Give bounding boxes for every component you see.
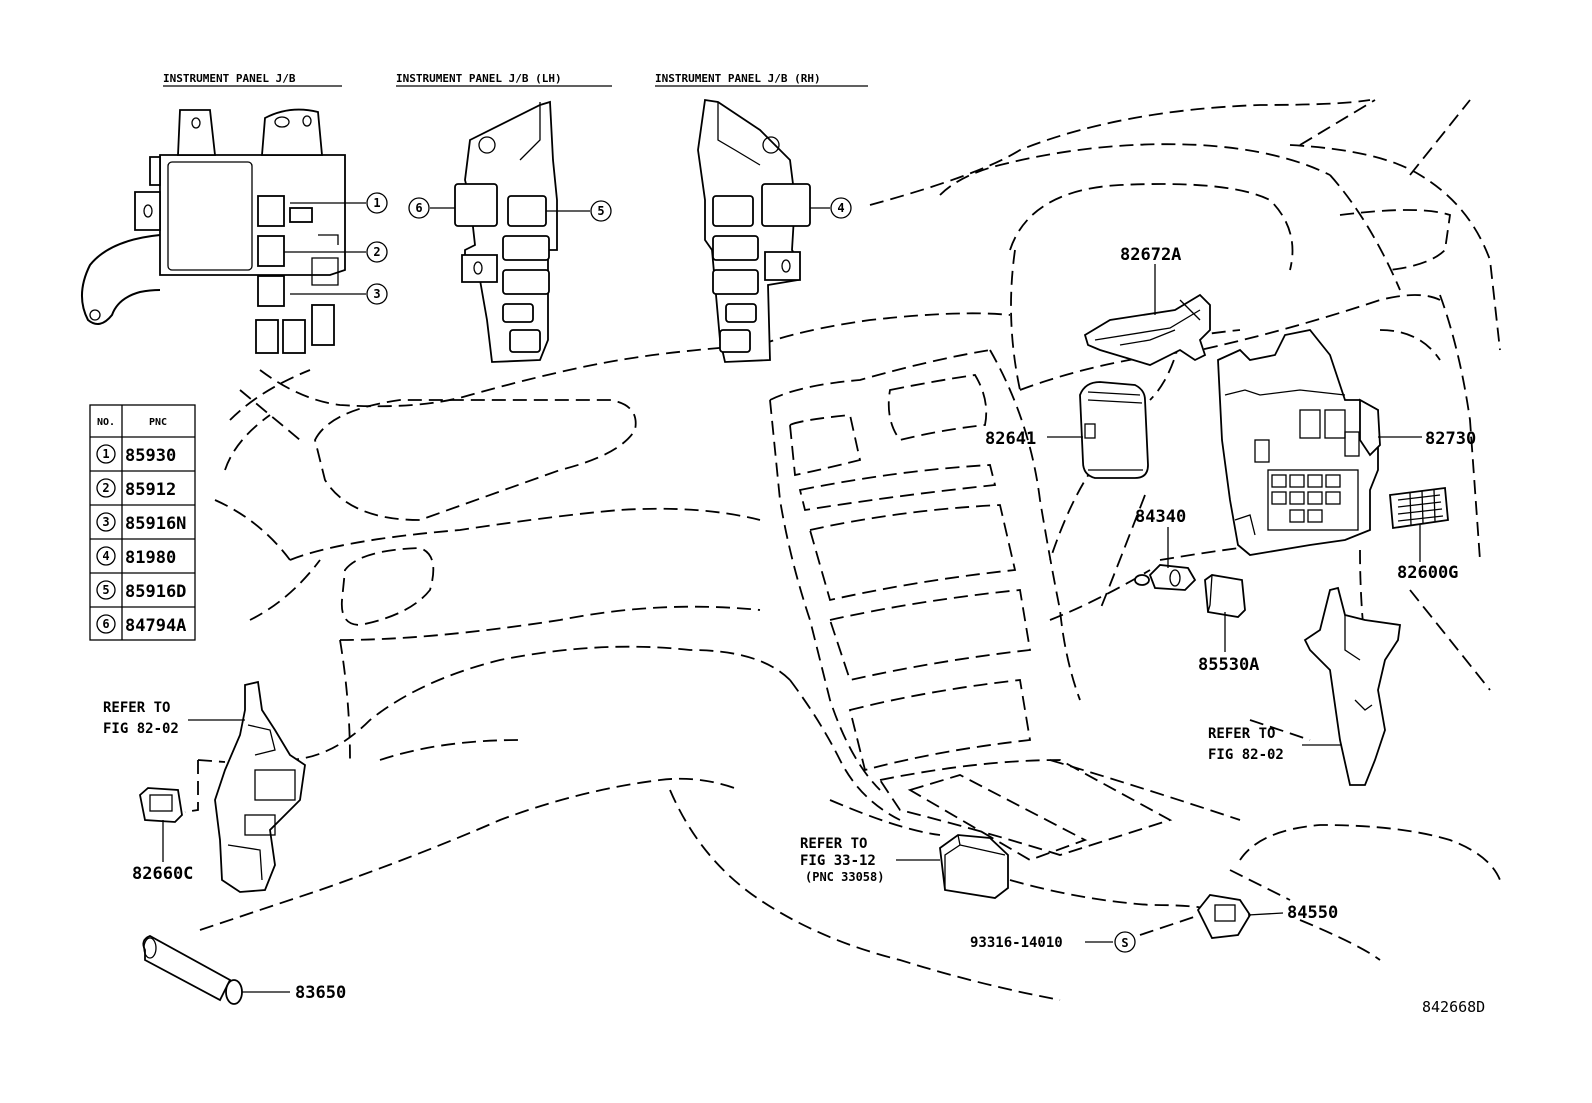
bracket-left-drawing [184, 680, 306, 893]
instrument-panel-jb-drawing [81, 108, 346, 354]
table-row-no: 4 [102, 549, 109, 563]
part-83650-drawing [142, 935, 243, 1005]
table-row-pnc: 81980 [125, 548, 176, 568]
refer-bottom-line1: REFER TO [800, 836, 867, 852]
label-93316-14010: 93316-14010 [970, 935, 1063, 951]
table-row-no: 3 [102, 515, 109, 529]
header-jb-rh: INSTRUMENT PANEL J/B (RH) [655, 72, 821, 85]
pnc-table: NO. PNC 1 85930 2 85912 3 85916N 4 81980… [89, 404, 196, 641]
svg-text:5: 5 [597, 204, 604, 218]
callout-4: 4 [830, 197, 852, 219]
callout-1: 1 [366, 192, 388, 214]
callout-2: 2 [366, 241, 388, 263]
label-82641: 82641 [985, 429, 1036, 449]
instrument-panel-jb-lh-drawing [454, 100, 558, 363]
label-83650: 83650 [295, 983, 346, 1003]
svg-text:S: S [1121, 936, 1128, 950]
label-84550: 84550 [1287, 903, 1338, 923]
callout-3: 3 [366, 283, 388, 305]
part-82641-drawing [1079, 381, 1149, 479]
refer-bottom-line2: FIG 33-12 [800, 853, 876, 869]
part-82600G-drawing [1389, 486, 1449, 530]
part-leaders [162, 264, 1422, 993]
refer-bottom-line3: (PNC 33058) [805, 870, 884, 884]
svg-text:2: 2 [373, 245, 380, 259]
label-82600G: 82600G [1397, 563, 1458, 583]
part-82730-drawing [1217, 329, 1381, 556]
header-jb: INSTRUMENT PANEL J/B [163, 72, 296, 85]
table-row-no: 6 [102, 617, 109, 631]
refer-left-line2: FIG 82-02 [103, 721, 179, 737]
label-82730: 82730 [1425, 429, 1476, 449]
table-row-pnc: 85916D [125, 582, 186, 602]
label-82672A: 82672A [1120, 245, 1181, 265]
part-84550-drawing [1196, 894, 1252, 939]
label-82660C: 82660C [132, 864, 193, 884]
callout-5: 5 [590, 200, 612, 222]
part-82672A-drawing [1083, 293, 1211, 366]
table-row-pnc: 85916N [125, 514, 186, 534]
refer-left-line1: REFER TO [103, 700, 170, 716]
module-bottom-drawing [939, 834, 1009, 899]
figure-code: 842668D [1422, 998, 1485, 1016]
svg-text:6: 6 [415, 201, 422, 215]
callout-6: 6 [408, 197, 430, 219]
part-85530A-drawing [1204, 574, 1246, 618]
table-row-no: 5 [102, 583, 109, 597]
table-header-no: NO. [97, 417, 115, 428]
table-header-pnc: PNC [149, 417, 167, 428]
svg-text:4: 4 [837, 201, 844, 215]
svg-text:1: 1 [373, 196, 380, 210]
bracket-right-drawing [1303, 586, 1402, 786]
instrument-panel-jb-rh-drawing [697, 98, 811, 363]
table-row-pnc: 84794A [125, 616, 186, 636]
part-84340-drawing [1134, 564, 1197, 591]
svg-text:3: 3 [373, 287, 380, 301]
header-jb-lh: INSTRUMENT PANEL J/B (LH) [396, 72, 562, 85]
label-85530A: 85530A [1198, 655, 1259, 675]
label-84340: 84340 [1135, 507, 1186, 527]
table-row-no: 2 [102, 481, 109, 495]
part-82660C-drawing [139, 787, 183, 823]
table-row-pnc: 85912 [125, 480, 176, 500]
refer-right-line2: FIG 82-02 [1208, 747, 1284, 763]
table-row-no: 1 [102, 447, 109, 461]
s-symbol: S [1114, 931, 1136, 953]
callout-leaders [284, 202, 830, 295]
refer-right-line1: REFER TO [1208, 726, 1275, 742]
table-row-pnc: 85930 [125, 446, 176, 466]
